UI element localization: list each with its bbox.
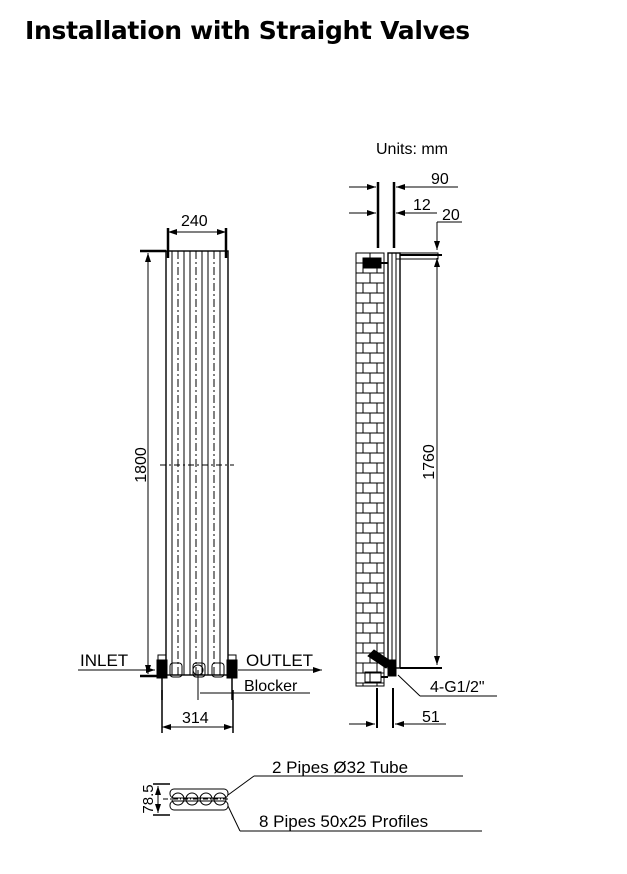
dim-314-label: 314 bbox=[182, 710, 209, 727]
dim-1800-label: 1800 bbox=[133, 447, 150, 483]
side-view bbox=[349, 182, 497, 728]
front-view bbox=[78, 228, 322, 733]
dimension-78-5 bbox=[153, 783, 170, 816]
blocker-part bbox=[192, 664, 204, 700]
dim-1760-label: 1760 bbox=[421, 444, 438, 480]
tube-leader bbox=[227, 775, 255, 796]
profile-label: 8 Pipes 50x25 Profiles bbox=[259, 812, 428, 831]
brick-wall bbox=[355, 252, 385, 687]
dimension-20 bbox=[434, 221, 462, 250]
connection-label: 4-G1/2" bbox=[430, 679, 485, 696]
dim-20-label: 20 bbox=[442, 207, 460, 224]
dimension-90 bbox=[349, 182, 458, 248]
outlet-label: OUTLET bbox=[246, 651, 313, 670]
dimension-1760 bbox=[400, 254, 442, 669]
connection-leader bbox=[397, 674, 421, 697]
units-label: Units: mm bbox=[376, 141, 448, 158]
dim-51-label: 51 bbox=[422, 709, 440, 726]
dimension-51 bbox=[349, 688, 446, 728]
dim-78-5-label: 78.5 bbox=[140, 784, 157, 813]
dim-240-label: 240 bbox=[181, 213, 208, 230]
outlet-valve bbox=[226, 654, 238, 700]
dim-12-label: 12 bbox=[413, 197, 431, 214]
section-view bbox=[153, 775, 482, 832]
blocker-label: Blocker bbox=[244, 678, 298, 695]
inlet-label: INLET bbox=[80, 651, 128, 670]
pipe-profiles bbox=[163, 788, 230, 811]
dimension-314 bbox=[161, 690, 234, 733]
dimension-240 bbox=[166, 228, 228, 258]
dim-90-label: 90 bbox=[431, 171, 449, 188]
page-title: Installation with Straight Valves bbox=[25, 16, 470, 45]
front-radiator-body bbox=[160, 250, 234, 678]
tube-label: 2 Pipes Ø32 Tube bbox=[272, 758, 408, 777]
profile-leader bbox=[227, 805, 241, 832]
side-radiator-body bbox=[362, 252, 439, 683]
